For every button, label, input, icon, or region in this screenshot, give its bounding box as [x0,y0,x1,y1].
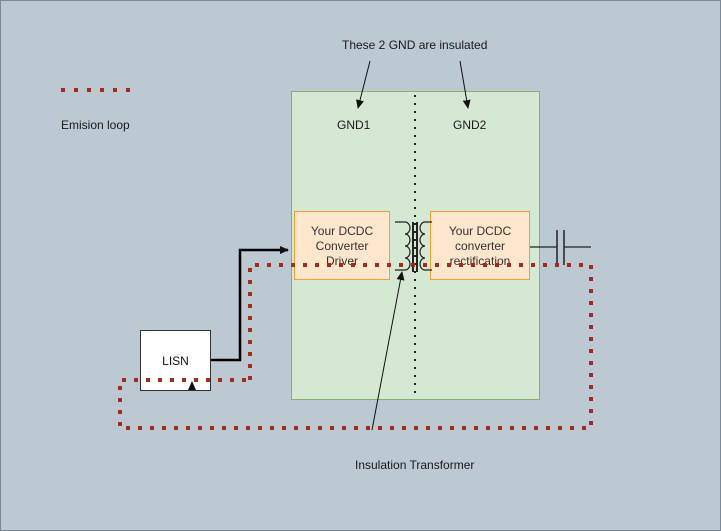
driver-line-3: Driver [326,254,358,268]
driver-line-2: Converter [315,239,369,253]
lisn-label: LISN [162,353,189,368]
rectification-line-1: Your DCDC [448,224,512,238]
emission-legend-label: Emision loop [61,118,130,132]
gnd2-label: GND2 [453,118,487,132]
lisn-box: LISN [140,330,211,391]
insulated-note: These 2 GND are insulated [342,38,488,52]
rectification-line-3: rectification [449,254,511,268]
dcdc-driver-block: Your DCDC Converter Driver [294,211,390,280]
gnd1-label: GND1 [337,118,371,132]
driver-line-1: Your DCDC [310,224,374,238]
dcdc-rectification-block: Your DCDC converter rectification [430,211,530,280]
rectification-line-2: converter [454,239,506,253]
transformer-label: Insulation Transformer [355,458,475,472]
